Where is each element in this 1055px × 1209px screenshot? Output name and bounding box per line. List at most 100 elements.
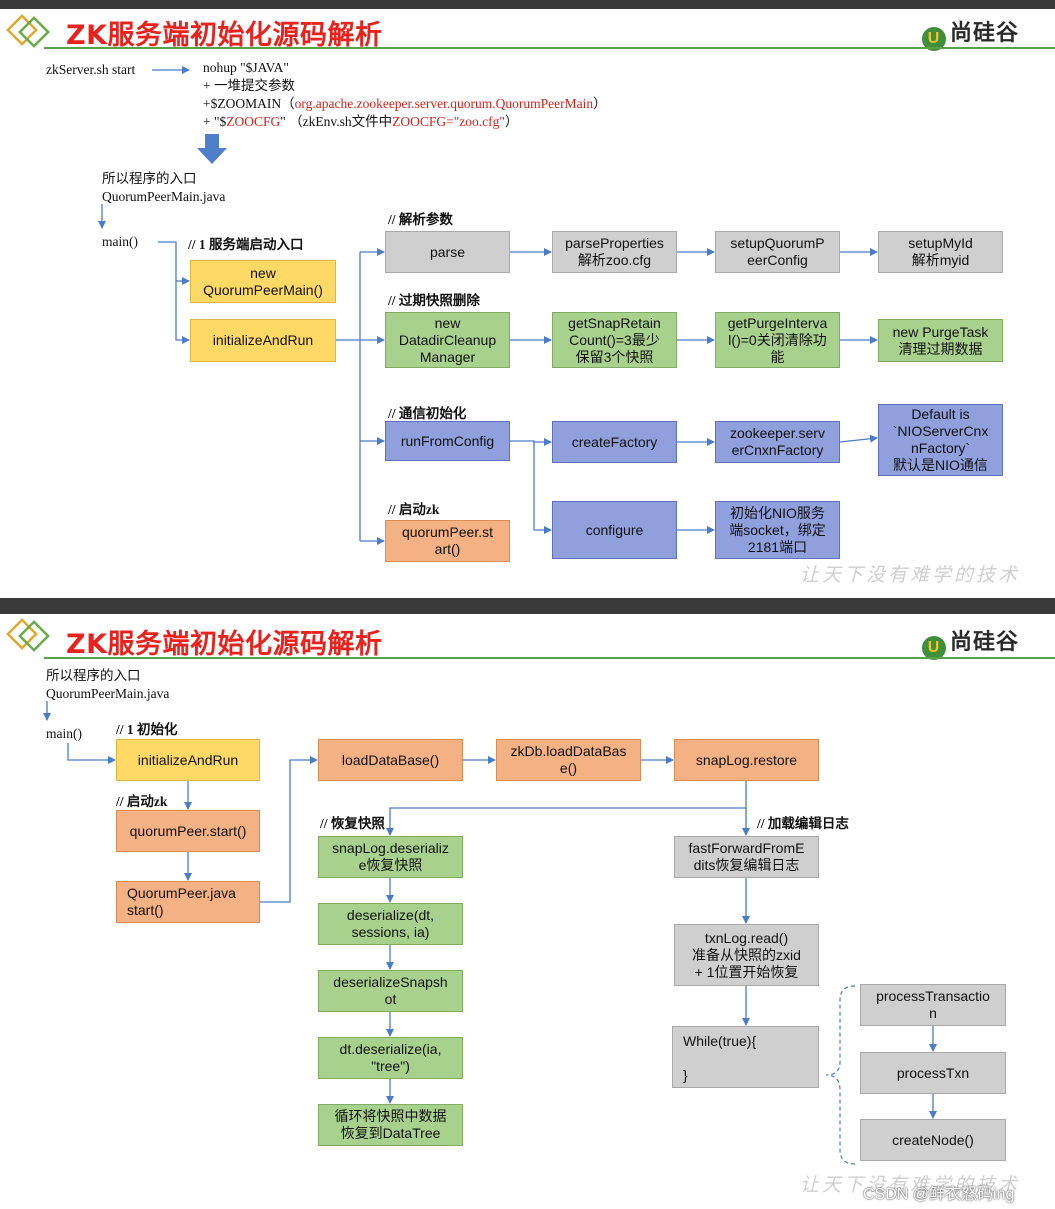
box2-quorumpeer-start-text: quorumPeer.start(): [130, 823, 247, 840]
box-line: dits恢复编辑日志: [693, 857, 800, 873]
slide2-watermark: 让天下没有难学的技术: [800, 1174, 1021, 1196]
box-initializeandrun: initializeAndRun: [190, 319, 336, 362]
box-line: QuorumPeer.java: [127, 885, 236, 901]
script-line-3-main-class: org.apache.zookeeper.server.quorum.Quoru…: [294, 96, 594, 111]
box-line: n: [929, 1005, 937, 1021]
box-line: deserializeSnapsh: [333, 974, 448, 990]
arrow2-qpjava-to-loaddb: [260, 756, 318, 903]
box-line: initializeAndRun: [212, 332, 314, 348]
box2-processtxn-text: processTxn: [897, 1065, 969, 1082]
box-line: new: [434, 314, 461, 331]
box2-dt-deserialize: dt.deserialize(ia,"tree"): [318, 1037, 463, 1079]
script-line-2: + 一堆提交参数: [203, 78, 295, 93]
slide1-label-purge: // 过期快照删除: [388, 293, 480, 308]
script-line-3-post: ）: [593, 96, 607, 111]
box2-createnode-text: createNode(): [892, 1132, 974, 1149]
slide1-label-start-zk: // 启动zk: [388, 502, 440, 517]
box-line: Default is: [911, 406, 970, 422]
box-line: snapLog.restore: [695, 751, 798, 768]
box-line: fastForwardFromE: [688, 840, 805, 856]
box2-dt-deserialize-text: dt.deserialize(ia,"tree"): [340, 1041, 442, 1075]
box-line: getPurgeInterva: [727, 314, 828, 331]
box-line: 2181端口: [747, 538, 808, 555]
box2-snaplog-restore: snapLog.restore: [674, 739, 819, 781]
box-line: 解析myid: [911, 252, 970, 268]
slide1-watermark: 让天下没有难学的技术: [800, 564, 1021, 586]
box-line: 初始化NIO服务: [730, 504, 825, 521]
box-line: txnLog.read(): [704, 929, 789, 946]
box-line: 端socket，绑定: [729, 521, 826, 538]
slide1-title-rule: [44, 47, 1055, 49]
box-parse-text: parse: [430, 244, 465, 261]
slide1-label-parse-args: // 解析参数: [388, 212, 453, 227]
box-line: 循环将快照中数据: [334, 1108, 447, 1124]
script-line-1: nohup "$JAVA": [203, 60, 289, 75]
arrow-runfromconfig-to-configure: [510, 440, 552, 534]
box-line: 恢复到DataTree: [340, 1125, 441, 1141]
arrow-zkscf-to-default: [839, 434, 878, 443]
box2-while-true-text: While(true){ }: [683, 1033, 756, 1084]
box-runfromconfig: runFromConfig: [385, 421, 510, 461]
box2-initializeandrun: initializeAndRun: [116, 739, 260, 781]
box-line: quorumPeer.start(): [129, 822, 247, 839]
box-line: loadDataBase(): [341, 751, 440, 768]
slide2-main-text: main(): [46, 726, 82, 741]
script-line-4-post: ）: [504, 114, 519, 129]
box-line: eerConfig: [747, 252, 808, 268]
box-line: 解析zoo.cfg: [577, 252, 652, 268]
box2-txnlog-read: txnLog.read()准备从快照的zxid+ 1位置开始恢复: [674, 924, 819, 986]
csdn-footer: CSDN @鲜衣怒码ing: [863, 1186, 1015, 1203]
box-line: zookeeper.serv: [730, 425, 825, 441]
box-createfactory: createFactory: [552, 421, 677, 463]
box2-while-true: While(true){ }: [672, 1026, 819, 1088]
box-line: deserialize(dt,: [346, 907, 435, 923]
slide2-top-bar: [0, 598, 1055, 614]
slide2-label-start-zk: // 启动zk: [116, 794, 168, 809]
slide1-title: ZK服务端初始化源码解析: [66, 20, 383, 51]
slide2-label-restore-snapshot: // 恢复快照: [320, 816, 385, 831]
box-line: "tree"): [371, 1058, 410, 1074]
box-line: DatadirCleanup: [398, 331, 497, 348]
down-block-arrow-icon: [197, 134, 227, 164]
box-line: quorumPeer.st: [401, 524, 494, 540]
box2-loop-restore-datatree-text: 循环将快照中数据恢复到DataTree: [335, 1108, 447, 1142]
slide2-entry-line-1: 所以程序的入口: [46, 668, 141, 683]
box2-deserialize-dt: deserialize(dt,sessions, ia): [318, 903, 463, 945]
box-line: new PurgeTask: [892, 323, 989, 340]
box2-loaddatabase: loadDataBase(): [318, 739, 463, 781]
box-line: ot: [384, 991, 397, 1007]
box2-loop-restore-datatree: 循环将快照中数据恢复到DataTree: [318, 1104, 463, 1146]
box-line: processTransactio: [876, 988, 990, 1004]
box2-createnode: createNode(): [860, 1119, 1006, 1161]
box-line: parseProperties: [565, 235, 664, 251]
box-line: createNode(): [892, 1131, 974, 1148]
slide1-label-comm: // 通信初始化: [388, 406, 467, 421]
box-runfromconfig-text: runFromConfig: [401, 433, 494, 450]
box-line: + 1位置开始恢复: [694, 963, 799, 980]
box-line: getSnapRetain: [568, 314, 661, 331]
slide2-title: ZK服务端初始化源码解析: [66, 629, 383, 660]
box2-snaplog-restore-text: snapLog.restore: [696, 752, 797, 769]
box-initializeandrun-text: initializeAndRun: [213, 332, 313, 349]
box-line: While(true){: [683, 1033, 757, 1049]
box-line: 清理过期数据: [898, 340, 983, 357]
box-line: 保留3个快照: [575, 348, 654, 365]
script-line-3-pre: +$ZOOMAIN（: [203, 96, 295, 111]
box2-loaddatabase-text: loadDataBase(): [342, 752, 439, 769]
